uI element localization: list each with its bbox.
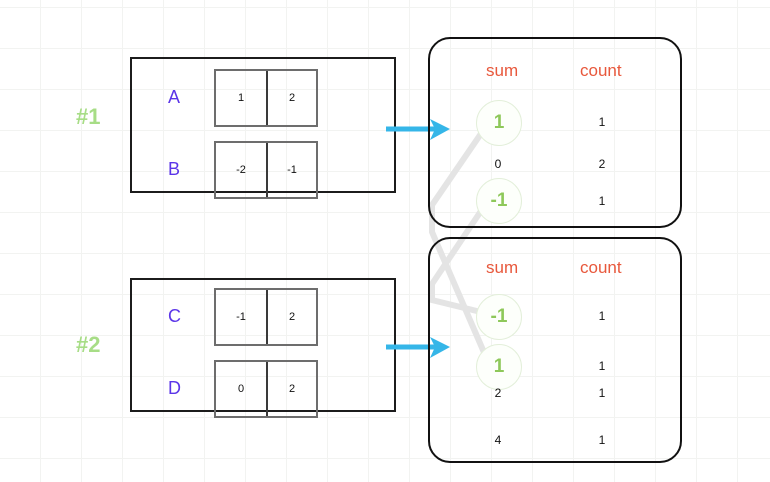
cell-a-1: 2 bbox=[266, 71, 316, 125]
agg-table-2: sum count -1 1 1 1 2 1 4 1 bbox=[428, 237, 682, 463]
row-label-a: A bbox=[168, 87, 181, 107]
row-label-c: C bbox=[168, 306, 182, 326]
step-marker-2: #2 bbox=[76, 332, 101, 357]
agg-count-value: 1 bbox=[598, 386, 606, 400]
agg-header-sum-1: sum bbox=[486, 61, 519, 80]
agg-sum-value-highlight: 1 bbox=[476, 100, 522, 146]
agg-sum-value-highlight: -1 bbox=[476, 294, 522, 340]
row-label-d: D bbox=[168, 378, 182, 398]
agg-sum-value-highlight: 1 bbox=[476, 344, 522, 390]
value-pair-c: -1 2 bbox=[214, 288, 318, 346]
agg-count-value: 2 bbox=[598, 157, 606, 171]
value-pair-b: -2 -1 bbox=[214, 141, 318, 199]
agg-count-value: 1 bbox=[598, 433, 606, 447]
agg-table-1: sum count 1 1 0 2 -1 1 bbox=[428, 37, 682, 228]
cell-d-1: 2 bbox=[266, 362, 316, 416]
value-pair-d: 0 2 bbox=[214, 360, 318, 418]
cell-b-0: -2 bbox=[236, 164, 246, 176]
agg-sum-value: 2 bbox=[494, 386, 502, 400]
agg-sum-value-highlight: -1 bbox=[476, 178, 522, 224]
cell-c-1: 2 bbox=[266, 290, 316, 344]
agg-header-sum-2: sum bbox=[486, 258, 519, 277]
agg-header-count-2: count bbox=[580, 258, 622, 277]
row-label-b: B bbox=[168, 159, 181, 179]
group-box-1: A 1 2 B -2 -1 bbox=[130, 57, 396, 199]
agg-count-value: 1 bbox=[598, 115, 606, 129]
agg-sum-value: 4 bbox=[494, 433, 502, 447]
value-pair-a: 1 2 bbox=[214, 69, 318, 127]
agg-count-value: 1 bbox=[598, 194, 606, 208]
cell-d-0: 0 bbox=[237, 383, 245, 395]
agg-count-value: 1 bbox=[598, 359, 606, 373]
step-marker-1: #1 bbox=[76, 104, 101, 129]
agg-sum-value: 0 bbox=[494, 157, 502, 171]
agg-header-count-1: count bbox=[580, 61, 622, 80]
agg-count-value: 1 bbox=[598, 309, 606, 323]
cell-b-1: -1 bbox=[266, 143, 316, 197]
cell-c-0: -1 bbox=[236, 311, 246, 323]
cell-a-0: 1 bbox=[237, 92, 245, 104]
group-box-2: C -1 2 D 0 2 bbox=[130, 278, 396, 418]
